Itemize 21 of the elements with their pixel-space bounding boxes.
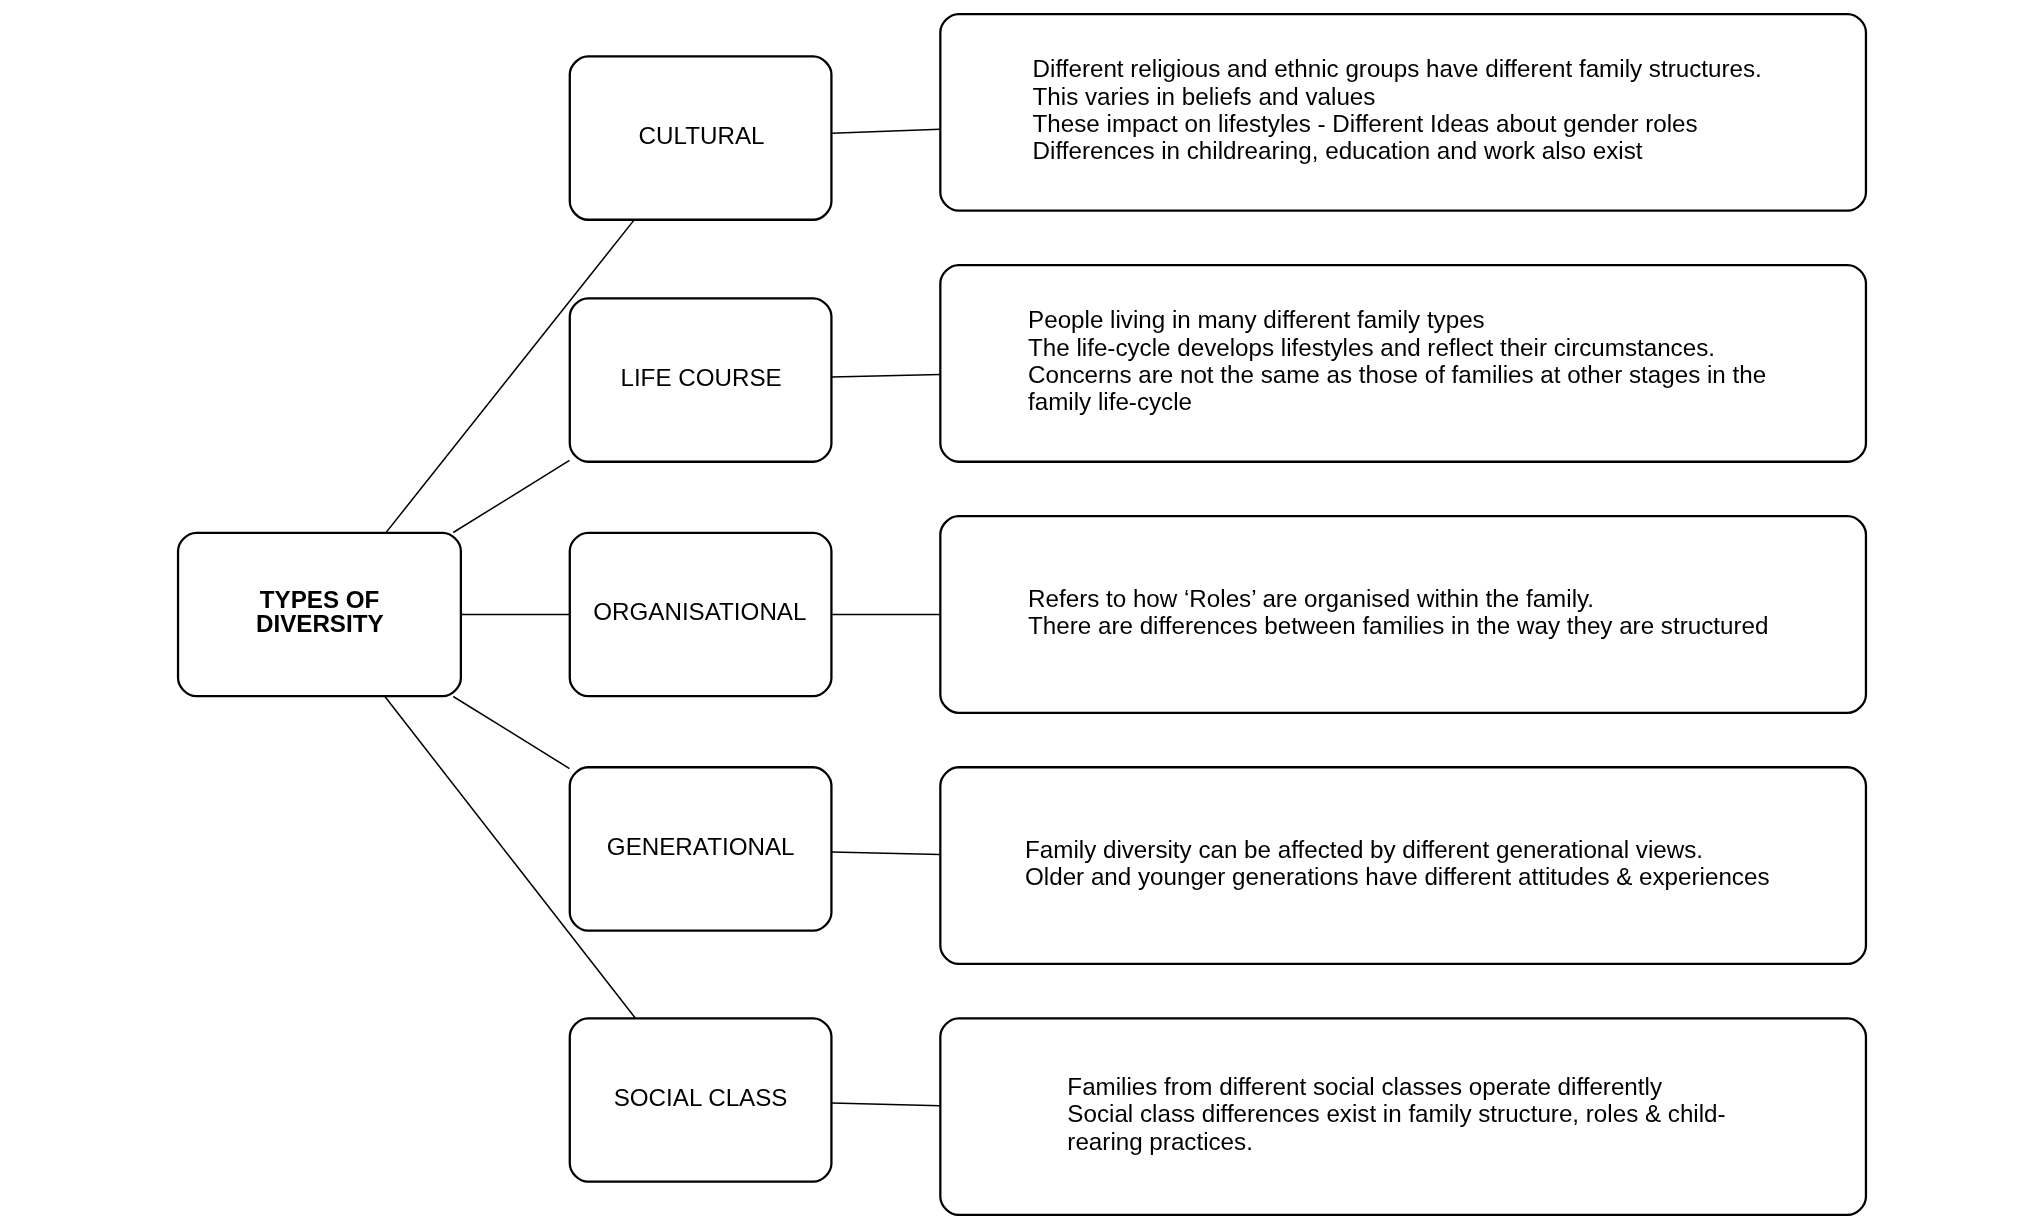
connector <box>830 373 941 378</box>
node-box: Families from different social classes operate differently Social class differences exist in family structure, roles & child-rearing practices. <box>938 1017 1867 1217</box>
connector <box>451 695 570 770</box>
node-box: GENERATIONAL <box>568 766 833 932</box>
node-box: People living in many different family types The life-cycle develops lifestyles and reflect their circumstances. Concerns are not the same as those of families at other stages in the family life-cycle <box>938 264 1867 463</box>
connector <box>830 613 941 616</box>
node-box: Family diversity can be affected by different generational views. Older and younger generations have different attitudes & experiences <box>938 766 1867 965</box>
node-box: SOCIAL CLASS <box>568 1017 833 1183</box>
node-box: Different religious and ethnic groups have different family structures. This varies in beliefs and values These impact on lifestyles - Different Ideas about gender roles Differences in childrearing, education and work also exist <box>938 12 1867 212</box>
connector <box>383 695 636 1020</box>
connector <box>384 219 635 534</box>
node-box: Refers to how ‘Roles’ are organised within the family. There are differences between families in the way they are structured <box>938 515 1867 714</box>
node-box: CULTURAL <box>568 55 833 221</box>
connector <box>460 613 570 616</box>
connector <box>830 1102 941 1107</box>
connector <box>830 851 941 856</box>
node-box: ORGANISATIONAL <box>568 531 833 698</box>
node-box: TYPES OF DIVERSITY <box>176 531 462 698</box>
node-box: LIFE COURSE <box>568 297 833 463</box>
connector <box>830 128 941 135</box>
connector <box>451 459 570 534</box>
